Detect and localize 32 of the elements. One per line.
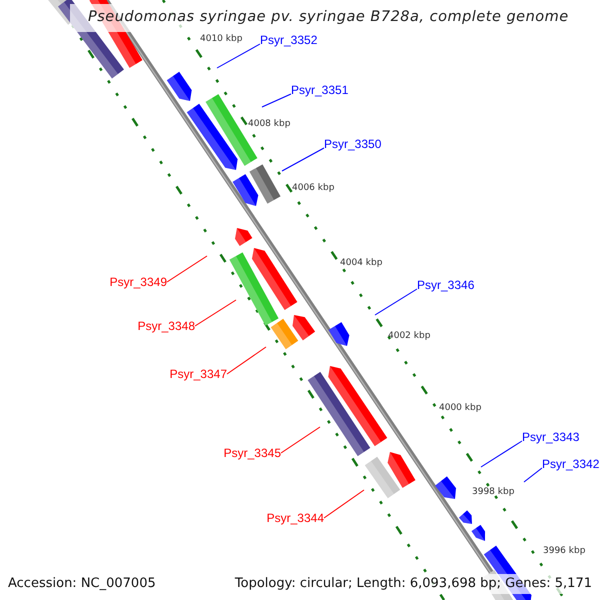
scale-label: 4008 kbp xyxy=(248,119,290,130)
leader-line xyxy=(226,346,266,374)
leader-line xyxy=(480,440,522,468)
leader-line xyxy=(262,94,292,108)
accession-text: Accession: NC_007005 xyxy=(8,574,156,594)
title: Pseudomonas syringae pv. syringae B728a, complete genome xyxy=(88,8,569,28)
leader-line xyxy=(324,490,364,518)
scale-label: 3998 kbp xyxy=(472,487,514,498)
leader-line xyxy=(280,426,320,454)
scale-label: 4006 kbp xyxy=(292,183,334,194)
gene-label: Psyr_3346 xyxy=(417,277,477,293)
leader-line xyxy=(374,288,418,316)
scale-label: 4004 kbp xyxy=(340,258,382,269)
gene-label: Psyr_3344 xyxy=(264,510,324,526)
scale-label: 4010 kbp xyxy=(200,34,242,45)
leader-line xyxy=(194,300,236,326)
leader-line xyxy=(166,256,208,282)
gene-label: Psyr_3342 xyxy=(542,456,600,472)
gene-label: Psyr_3343 xyxy=(522,429,582,445)
gene-label: Psyr_3349 xyxy=(107,274,167,290)
leader-line xyxy=(216,44,260,68)
gene-label: Psyr_3352 xyxy=(260,32,320,48)
gene-label: Psyr_3347 xyxy=(167,366,227,382)
gene-label: Psyr_3351 xyxy=(291,82,351,98)
gene-label: Psyr_3345 xyxy=(221,445,281,461)
scale-label: 4000 kbp xyxy=(439,403,482,414)
scale-label: 4002 kbp xyxy=(388,331,430,342)
leader-line xyxy=(282,148,324,172)
gene-label: Psyr_3348 xyxy=(135,318,195,334)
scale-label: 3996 kbp xyxy=(543,546,586,557)
gene-label: Psyr_3350 xyxy=(324,136,384,152)
leader-line xyxy=(524,468,542,482)
